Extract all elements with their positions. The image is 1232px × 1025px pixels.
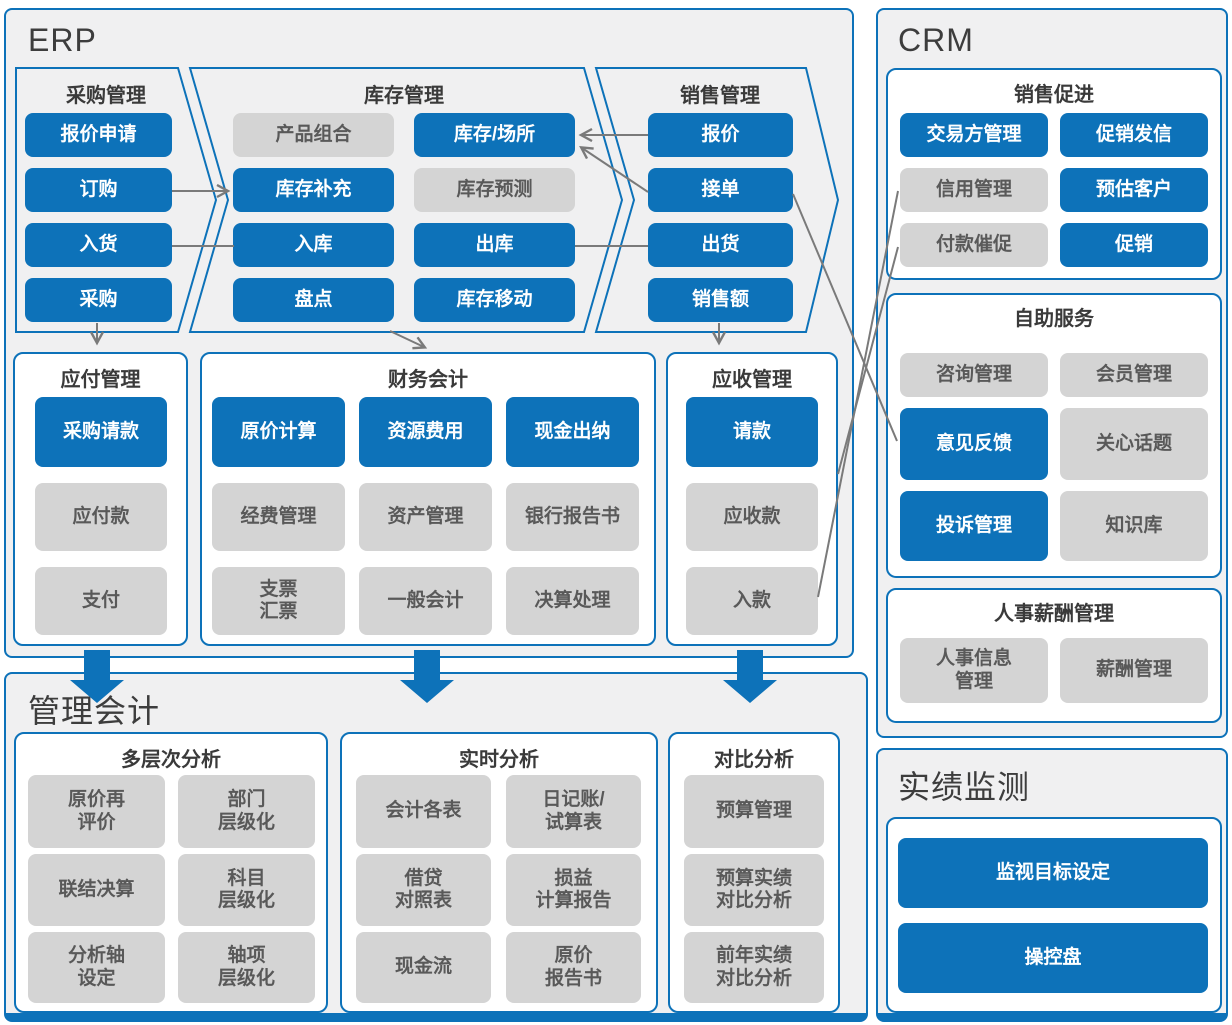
block-cost-report[interactable]: 原价 报告书	[506, 932, 641, 1003]
block-order-intake[interactable]: 接单	[648, 168, 793, 212]
block-goods-receipt[interactable]: 入货	[25, 223, 172, 267]
block-payables[interactable]: 应付款	[35, 483, 167, 551]
block-cost-revaluation[interactable]: 原价再 评价	[28, 775, 165, 848]
self-service-grid: 咨询管理 会员管理 意见反馈 关心话题 投诉管理 知识库	[900, 353, 1208, 561]
block-cost-calculation[interactable]: 原价计算	[212, 397, 345, 467]
block-balance-sheet[interactable]: 借贷 对照表	[356, 854, 491, 926]
multilevel-grid: 原价再 评价 部门 层级化 联结决算 科目 层级化 分析轴 设定 轴项 层级化	[28, 775, 315, 1003]
receivable-grid: 请款 应收款 入款	[686, 397, 818, 635]
block-product-mix[interactable]: 产品组合	[233, 113, 394, 157]
block-asset-management[interactable]: 资产管理	[359, 483, 492, 551]
block-replenishment[interactable]: 库存补充	[233, 168, 394, 212]
block-incoming-payment[interactable]: 入款	[686, 567, 818, 635]
performance-grid: 监视目标设定 操控盘	[898, 838, 1208, 993]
block-partner-management[interactable]: 交易方管理	[900, 113, 1048, 157]
block-payment[interactable]: 支付	[35, 567, 167, 635]
block-credit-management[interactable]: 信用管理	[900, 168, 1048, 212]
block-resource-expense[interactable]: 资源费用	[359, 397, 492, 467]
block-payroll-management[interactable]: 薪酬管理	[1060, 638, 1208, 703]
block-consolidated-closing[interactable]: 联结决算	[28, 854, 165, 926]
promotion-grid: 交易方管理 促销发信 信用管理 预估客户 付款催促 促销	[900, 113, 1208, 267]
block-income-statement[interactable]: 损益 计算报告	[506, 854, 641, 926]
crm-title: CRM	[898, 22, 974, 58]
inventory-section-title: 库存管理	[364, 85, 444, 107]
block-payment-reminder[interactable]: 付款催促	[900, 223, 1048, 267]
purchasing-section-title: 采购管理	[66, 85, 146, 107]
payable-grid: 采购请款 应付款 支付	[35, 397, 167, 635]
block-budget-vs-actual[interactable]: 预算实绩 对比分析	[684, 854, 824, 926]
block-cash-management[interactable]: 现金出纳	[506, 397, 639, 467]
block-accounting-tables[interactable]: 会计各表	[356, 775, 491, 848]
sales-section-title: 销售管理	[680, 85, 760, 107]
block-cash-flow[interactable]: 现金流	[356, 932, 491, 1003]
block-warehouse-out[interactable]: 出库	[414, 223, 575, 267]
block-hr-info-management[interactable]: 人事信息 管理	[900, 638, 1048, 703]
block-quotation[interactable]: 报价	[648, 113, 793, 157]
block-billing[interactable]: 请款	[686, 397, 818, 467]
block-quote-request[interactable]: 报价申请	[25, 113, 172, 157]
finance-title: 财务会计	[388, 369, 468, 391]
hr-title: 人事薪酬管理	[994, 603, 1114, 625]
block-analysis-axis-setting[interactable]: 分析轴 设定	[28, 932, 165, 1003]
block-budget-management[interactable]: 预算管理	[684, 775, 824, 848]
receivable-title: 应收管理	[712, 369, 792, 391]
block-stock-location[interactable]: 库存/场所	[414, 113, 575, 157]
compare-title: 对比分析	[714, 749, 794, 771]
block-purchase-billing[interactable]: 采购请款	[35, 397, 167, 467]
performance-monitoring-title: 实绩监测	[898, 769, 1031, 805]
block-general-accounting[interactable]: 一般会计	[359, 567, 492, 635]
self-service-title: 自助服务	[1014, 308, 1094, 330]
multilevel-title: 多层次分析	[121, 749, 221, 771]
realtime-grid: 会计各表 日记账/ 试算表 借贷 对照表 损益 计算报告 现金流 原价 报告书	[356, 775, 641, 1003]
block-shipping[interactable]: 出货	[648, 223, 793, 267]
payable-title: 应付管理	[60, 369, 141, 391]
promotion-title: 销售促进	[1014, 84, 1094, 106]
block-bank-report[interactable]: 银行报告书	[506, 483, 639, 551]
block-topics-of-interest[interactable]: 关心话题	[1060, 408, 1208, 480]
compare-grid: 预算管理 预算实绩 对比分析 前年实绩 对比分析	[684, 775, 824, 1003]
block-account-hierarchy[interactable]: 科目 层级化	[178, 854, 315, 926]
hr-grid: 人事信息 管理 薪酬管理	[900, 638, 1208, 703]
block-stock-transfer[interactable]: 库存移动	[414, 278, 575, 322]
erp-title: ERP	[28, 22, 97, 58]
block-inquiry-management[interactable]: 咨询管理	[900, 353, 1048, 397]
block-closing-process[interactable]: 决算处理	[506, 567, 639, 635]
block-receivables[interactable]: 应收款	[686, 483, 818, 551]
block-promo-mailing[interactable]: 促销发信	[1060, 113, 1208, 157]
block-warehouse-in[interactable]: 入库	[233, 223, 394, 267]
block-feedback[interactable]: 意见反馈	[900, 408, 1048, 480]
block-purchase[interactable]: 采购	[25, 278, 172, 322]
block-sales-amount[interactable]: 销售额	[648, 278, 793, 322]
finance-grid: 原价计算 资源费用 现金出纳 经费管理 资产管理 银行报告书 支票 汇票 一般会…	[212, 397, 639, 635]
block-check-draft[interactable]: 支票 汇票	[212, 567, 345, 635]
block-knowledge-base[interactable]: 知识库	[1060, 491, 1208, 561]
block-expense-management[interactable]: 经费管理	[212, 483, 345, 551]
block-member-management[interactable]: 会员管理	[1060, 353, 1208, 397]
purchasing-grid: 报价申请 订购 入货 采购	[25, 113, 172, 322]
block-department-hierarchy[interactable]: 部门 层级化	[178, 775, 315, 848]
block-axis-hierarchy[interactable]: 轴项 层级化	[178, 932, 315, 1003]
management-accounting-title: 管理会计	[28, 693, 161, 729]
block-promotion[interactable]: 促销	[1060, 223, 1208, 267]
inventory-grid: 产品组合 库存/场所 库存补充 库存预测 入库 出库 盘点 库存移动	[233, 113, 575, 322]
block-order[interactable]: 订购	[25, 168, 172, 212]
sales-grid: 报价 接单 出货 销售额	[648, 113, 793, 322]
block-monitoring-target-setting[interactable]: 监视目标设定	[898, 838, 1208, 908]
realtime-title: 实时分析	[459, 749, 539, 771]
block-prospect[interactable]: 预估客户	[1060, 168, 1208, 212]
block-prior-year-comparison[interactable]: 前年实绩 对比分析	[684, 932, 824, 1003]
block-journal-trial-balance[interactable]: 日记账/ 试算表	[506, 775, 641, 848]
block-dashboard[interactable]: 操控盘	[898, 923, 1208, 993]
block-complaint-management[interactable]: 投诉管理	[900, 491, 1048, 561]
block-stocktaking[interactable]: 盘点	[233, 278, 394, 322]
block-stock-forecast[interactable]: 库存预测	[414, 168, 575, 212]
